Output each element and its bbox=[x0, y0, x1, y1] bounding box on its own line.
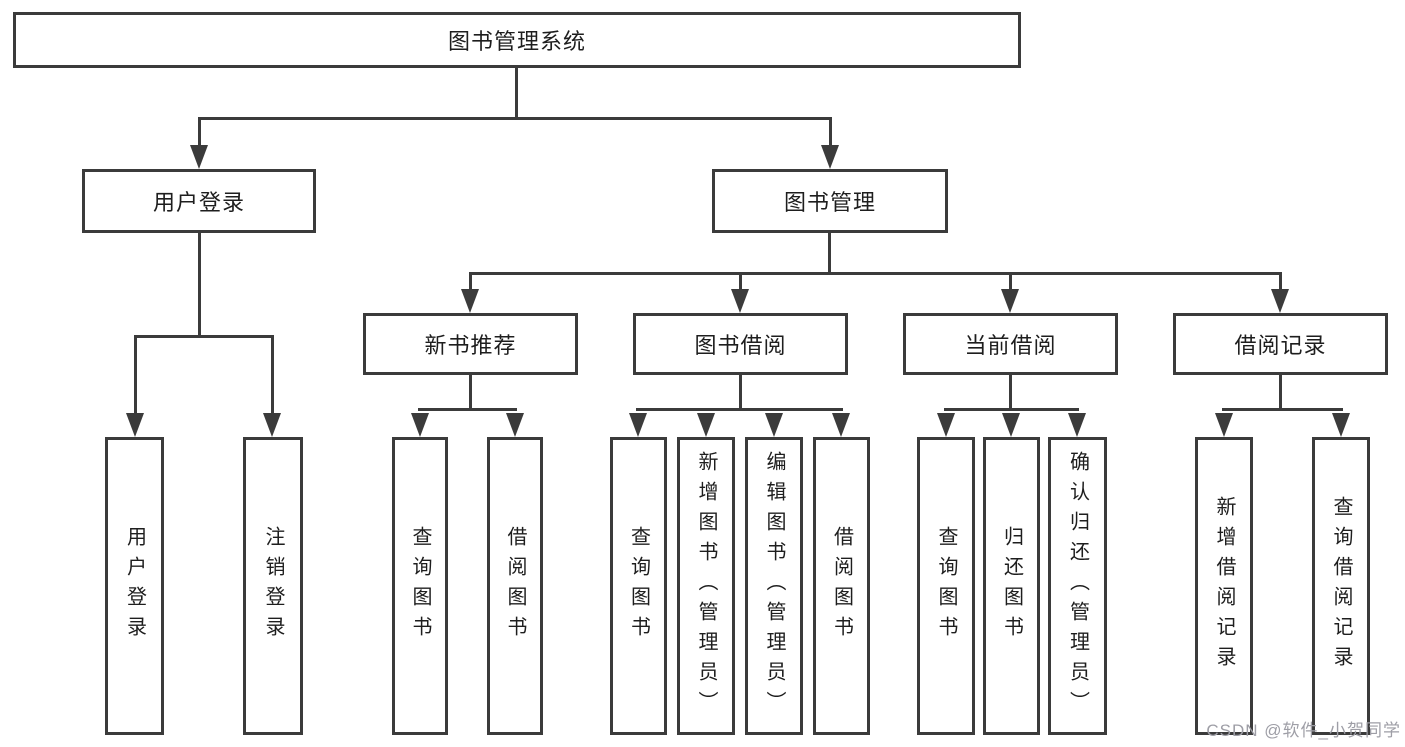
leaf-add-book-admin: 新增图书（管理员） bbox=[677, 437, 735, 735]
connector-line bbox=[739, 272, 742, 293]
connector-line bbox=[1009, 375, 1012, 410]
leaf-query-book-recommend: 查询图书 bbox=[392, 437, 448, 735]
arrow-down-icon bbox=[126, 413, 144, 437]
connector-line bbox=[469, 272, 472, 293]
connector-line bbox=[828, 233, 831, 274]
connector-line bbox=[134, 335, 274, 338]
arrow-down-icon bbox=[731, 289, 749, 313]
node-label: 查询借阅记录 bbox=[1330, 496, 1352, 676]
node-label: 借阅图书 bbox=[504, 526, 526, 646]
leaf-query-book-current: 查询图书 bbox=[917, 437, 975, 735]
connector-line bbox=[944, 408, 1079, 411]
arrow-down-icon bbox=[263, 413, 281, 437]
leaf-query-book-borrow: 查询图书 bbox=[610, 437, 667, 735]
arrow-down-icon bbox=[1332, 413, 1350, 437]
arrow-down-icon bbox=[1001, 289, 1019, 313]
arrow-down-icon bbox=[821, 145, 839, 169]
node-new-book-recommend: 新书推荐 bbox=[363, 313, 578, 375]
node-label: 借阅图书 bbox=[830, 526, 853, 646]
connector-line bbox=[829, 117, 832, 151]
node-label: 归还图书 bbox=[1000, 526, 1023, 646]
arrow-down-icon bbox=[411, 413, 429, 437]
arrow-down-icon bbox=[832, 413, 850, 437]
connector-line bbox=[469, 375, 472, 410]
arrow-down-icon bbox=[1068, 413, 1086, 437]
connector-line bbox=[1009, 272, 1012, 293]
node-label: 借阅记录 bbox=[1234, 333, 1327, 358]
leaf-confirm-return-admin: 确认归还（管理员） bbox=[1048, 437, 1107, 735]
node-label: 查询图书 bbox=[409, 526, 431, 646]
node-label: 注销登录 bbox=[262, 526, 284, 646]
leaf-logout: 注销登录 bbox=[243, 437, 303, 735]
connector-line bbox=[1279, 272, 1282, 293]
connector-line bbox=[515, 68, 518, 117]
leaf-borrow-book-recommend: 借阅图书 bbox=[487, 437, 543, 735]
node-label: 图书管理系统 bbox=[447, 29, 586, 54]
connector-line bbox=[1222, 408, 1343, 411]
connector-line bbox=[636, 408, 843, 411]
node-label: 用户登录 bbox=[123, 526, 146, 646]
csdn-watermark: CSDN @软件_小贺同学 bbox=[1206, 721, 1401, 740]
arrow-down-icon bbox=[506, 413, 524, 437]
connector-line bbox=[418, 408, 517, 411]
arrow-down-icon bbox=[190, 145, 208, 169]
node-label: 图书管理 bbox=[783, 190, 876, 215]
node-library-management-system: 图书管理系统 bbox=[13, 12, 1021, 68]
arrow-down-icon bbox=[765, 413, 783, 437]
leaf-borrow-book: 借阅图书 bbox=[813, 437, 870, 735]
node-label: 图书借阅 bbox=[694, 333, 787, 358]
node-book-management: 图书管理 bbox=[712, 169, 948, 233]
connector-line bbox=[198, 233, 201, 335]
node-borrow-records: 借阅记录 bbox=[1173, 313, 1388, 375]
arrow-down-icon bbox=[1271, 289, 1289, 313]
connector-line bbox=[198, 117, 201, 151]
node-user-login: 用户登录 bbox=[82, 169, 316, 233]
node-label: 确认归还（管理员） bbox=[1066, 451, 1089, 721]
connector-line bbox=[134, 335, 137, 417]
leaf-user-login: 用户登录 bbox=[105, 437, 164, 735]
node-label: 查询图书 bbox=[935, 526, 957, 646]
leaf-query-borrow-record: 查询借阅记录 bbox=[1312, 437, 1370, 735]
node-book-borrow: 图书借阅 bbox=[633, 313, 848, 375]
connector-line bbox=[469, 272, 1282, 275]
arrow-down-icon bbox=[461, 289, 479, 313]
node-label: 查询图书 bbox=[627, 526, 650, 646]
node-label: 用户登录 bbox=[152, 190, 245, 215]
arrow-down-icon bbox=[1002, 413, 1020, 437]
connector-line bbox=[1279, 375, 1282, 410]
arrow-down-icon bbox=[697, 413, 715, 437]
arrow-down-icon bbox=[1215, 413, 1233, 437]
arrow-down-icon bbox=[629, 413, 647, 437]
connector-line bbox=[271, 335, 274, 417]
leaf-edit-book-admin: 编辑图书（管理员） bbox=[745, 437, 803, 735]
node-label: 新增借阅记录 bbox=[1213, 496, 1235, 676]
connector-line bbox=[198, 117, 832, 120]
node-label: 编辑图书（管理员） bbox=[763, 451, 785, 721]
arrow-down-icon bbox=[937, 413, 955, 437]
node-label: 新书推荐 bbox=[424, 333, 517, 358]
node-label: 当前借阅 bbox=[964, 333, 1057, 358]
leaf-add-borrow-record: 新增借阅记录 bbox=[1195, 437, 1253, 735]
leaf-return-book: 归还图书 bbox=[983, 437, 1040, 735]
node-current-borrow: 当前借阅 bbox=[903, 313, 1118, 375]
connector-line bbox=[739, 375, 742, 410]
node-label: 新增图书（管理员） bbox=[695, 451, 717, 721]
